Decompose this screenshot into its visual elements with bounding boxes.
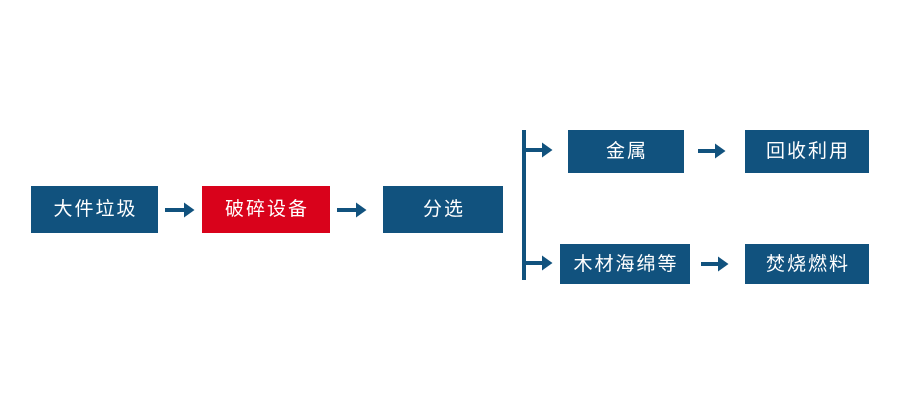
branch-split-line (522, 130, 526, 280)
node-incineration-fuel[interactable]: 焚烧燃料 (745, 244, 869, 284)
branch-arrow-right-icon-top (524, 136, 554, 164)
node-crushing-equipment[interactable]: 破碎设备 (202, 186, 330, 233)
arrow-right-icon-1 (164, 195, 196, 225)
arrow-right-icon-4 (700, 250, 730, 278)
node-sorting[interactable]: 分选 (383, 186, 503, 233)
arrow-right-icon-3 (697, 137, 727, 165)
node-wood-sponge-etc[interactable]: 木材海绵等 (560, 244, 690, 284)
arrow-right-icon-2 (336, 195, 368, 225)
node-recycling-reuse[interactable]: 回收利用 (745, 130, 869, 173)
branch-arrow-right-icon-bottom (524, 249, 554, 277)
node-bulky-waste[interactable]: 大件垃圾 (31, 186, 158, 233)
node-metal[interactable]: 金属 (568, 130, 684, 173)
